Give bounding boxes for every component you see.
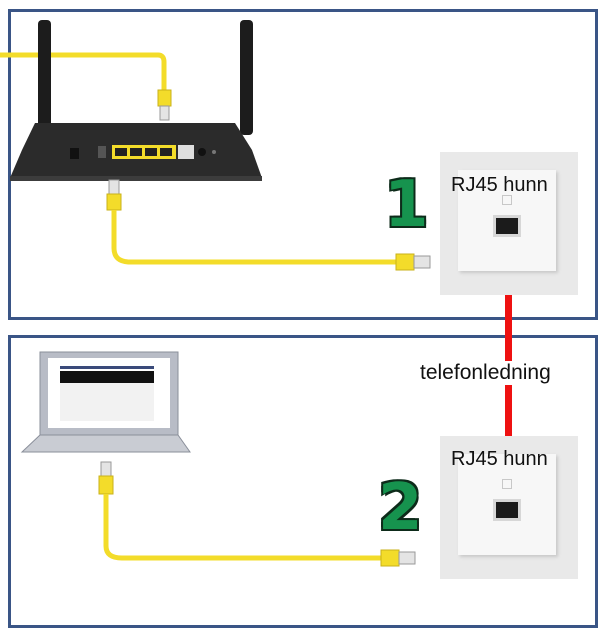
wall-jack-label: RJ45 hunn (451, 448, 548, 470)
ethernet-plug-icon (106, 179, 122, 211)
ethernet-plug-icon (98, 461, 114, 495)
wall-socket-icon (440, 436, 578, 579)
ethernet-plug-icon (395, 253, 431, 271)
ethernet-plug-icon (380, 549, 416, 567)
wall-jack-label: RJ45 hunn (451, 174, 548, 196)
router-cable (111, 210, 398, 265)
wall-socket-icon (440, 152, 578, 295)
computer-cable (103, 494, 383, 561)
ethernet-plug-icon (157, 89, 172, 121)
router-icon (10, 20, 262, 181)
uplink-cable (0, 52, 167, 90)
step-number: 1 (384, 168, 429, 242)
laptop-icon (20, 351, 191, 453)
phone-line-label: telefonledning (418, 361, 553, 385)
step-number: 2 (378, 471, 423, 545)
